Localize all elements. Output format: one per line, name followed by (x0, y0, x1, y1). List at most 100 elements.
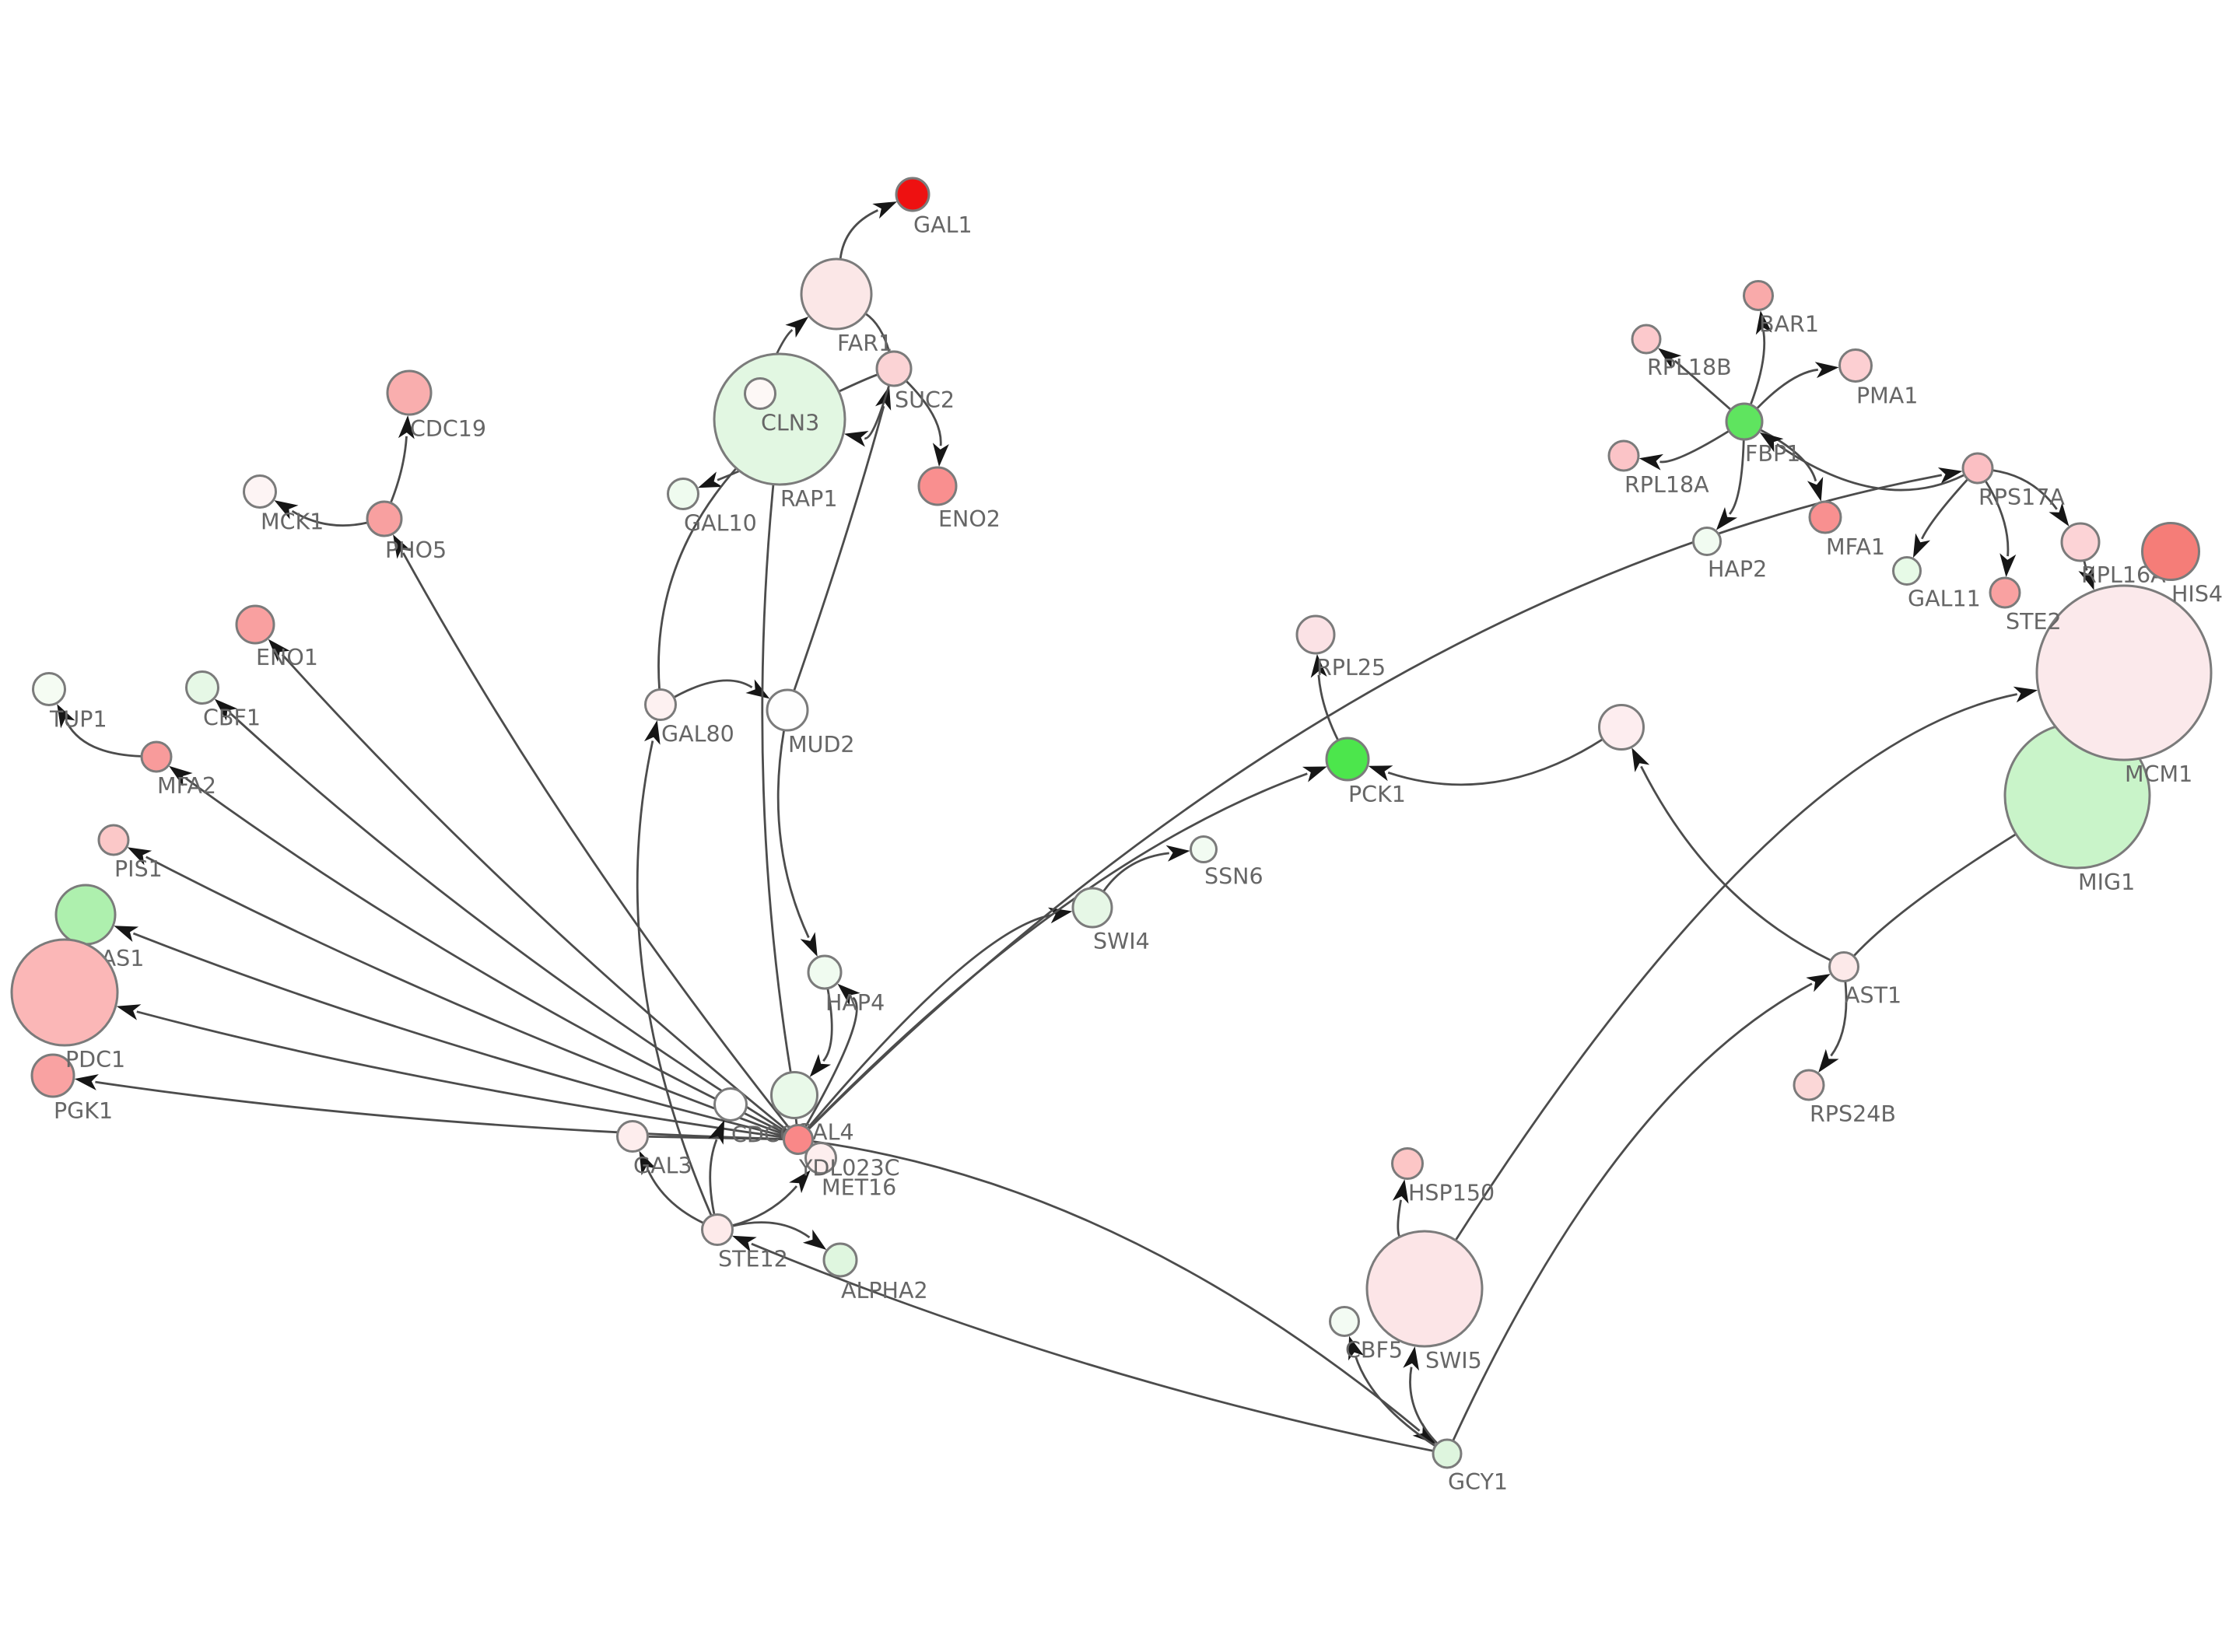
node-RPS24B[interactable] (1793, 1069, 1825, 1101)
node-GAL10[interactable] (667, 478, 699, 510)
node-MCM1[interactable] (2035, 584, 2213, 761)
edge-SIP4-PCK1[interactable] (1387, 738, 1603, 786)
edge-RPS17A-RPL16A[interactable] (1992, 469, 2058, 510)
edge-YDL023C-RAS1[interactable] (132, 932, 785, 1137)
node-CLN3[interactable] (744, 377, 776, 410)
edge-GAL80-MUD2[interactable] (673, 679, 753, 698)
edge-GAL80-RAP1[interactable] (657, 467, 738, 690)
edge-YDL023C-GCY1[interactable] (812, 1140, 1421, 1432)
node-PHO5[interactable] (366, 500, 403, 537)
node-MFA2[interactable] (140, 740, 173, 773)
node-MCK1[interactable] (243, 474, 277, 509)
edge-AST1-SIP4[interactable] (1640, 765, 1832, 962)
node-TUP1[interactable] (32, 672, 66, 706)
node-PIS1[interactable] (97, 824, 130, 856)
node-ALPHA2[interactable] (822, 1242, 858, 1278)
edge-SWI4-SSN6[interactable] (1102, 852, 1169, 893)
node-HAP4[interactable] (807, 954, 843, 990)
edge-YDL023C-PCK1[interactable] (807, 772, 1308, 1130)
node-RPS17A[interactable] (1961, 452, 1994, 485)
edge-FBP1-PMA1[interactable] (1755, 368, 1818, 410)
node-ENO2[interactable] (917, 466, 958, 506)
node-ENO1[interactable] (235, 604, 275, 645)
node-CBF1[interactable] (185, 670, 219, 705)
edge-YDL023C-SWI4[interactable] (806, 914, 1053, 1129)
edge-FBP1-RPL18B[interactable] (1674, 359, 1732, 411)
node-GAL80[interactable] (644, 688, 677, 721)
node-GAL3[interactable] (616, 1120, 649, 1153)
edge-HAP4-GAL4[interactable] (822, 988, 833, 1062)
edge-GCY1-SWI5[interactable] (1409, 1367, 1439, 1444)
node-BAR1[interactable] (1743, 280, 1774, 311)
edge-GCY1-AST1[interactable] (1452, 982, 1813, 1442)
edge-YDL023C-ENO1[interactable] (281, 653, 788, 1132)
edge-GCY1-STE12[interactable] (751, 1242, 1434, 1452)
edge-YDL023C-PIS1[interactable] (145, 856, 786, 1136)
edge-YDL023C-PDC1[interactable] (136, 1010, 784, 1139)
edge-MUD2-SUC2[interactable] (793, 405, 885, 691)
edge-MFA2-TUP1[interactable] (65, 722, 142, 758)
edge-YDL023C-PHO5[interactable] (401, 552, 790, 1129)
edge-SWI5-HSP150[interactable] (1397, 1199, 1402, 1237)
node-HSP150[interactable] (1391, 1147, 1424, 1180)
edge-PCK1-RPL25[interactable] (1317, 674, 1340, 741)
node-RPL18B[interactable] (1631, 324, 1662, 355)
node-RPL25[interactable] (1295, 614, 1336, 655)
node-SUC2[interactable] (875, 350, 913, 387)
edge-MIG1-AST1[interactable] (1852, 833, 2017, 957)
node-HAP2[interactable] (1692, 527, 1722, 556)
edge-YDL023C-HAP4[interactable] (804, 996, 858, 1128)
edge-RPS17A-FBP1[interactable] (1776, 443, 1965, 492)
node-RPL18A[interactable] (1607, 439, 1640, 472)
edge-PHO5-MCK1[interactable] (291, 509, 368, 527)
edge-SUC2-ENO2[interactable] (905, 380, 942, 446)
node-SSN6[interactable] (1190, 835, 1218, 863)
edge-YDL023C-MFA2[interactable] (185, 777, 786, 1135)
node-GAL11[interactable] (1892, 556, 1922, 586)
node-MET16[interactable] (804, 1142, 837, 1174)
edge-GAL4-RAP1[interactable] (761, 484, 792, 1073)
edge-YDL023C-GAL3[interactable] (647, 1136, 784, 1141)
edge-RPS17A-GAL11[interactable] (1921, 478, 1969, 540)
edge-STE12-GAL3[interactable] (647, 1169, 705, 1224)
edge-FBP1-RPL18A[interactable] (1659, 429, 1730, 464)
edge-PHO5-CDC19[interactable] (389, 436, 408, 504)
node-PCK1[interactable] (1325, 737, 1370, 782)
edge-STE12-MET16[interactable] (731, 1185, 798, 1227)
node-GAL1[interactable] (895, 177, 931, 212)
edge-MUD2-HAP4[interactable] (776, 730, 810, 939)
node-GCY1[interactable] (1432, 1438, 1463, 1469)
edge-FBP1-HAP2[interactable] (1728, 439, 1745, 515)
node-RPL16A[interactable] (2060, 522, 2101, 562)
node-RAS1[interactable] (54, 884, 117, 946)
node-HIS4[interactable] (2141, 522, 2200, 581)
node-GAL4[interactable] (770, 1071, 818, 1119)
node-YDL023C[interactable] (783, 1124, 814, 1155)
node-CDC6[interactable] (713, 1087, 748, 1122)
node-AST1[interactable] (1828, 951, 1859, 982)
edge-STE12-ALPHA2[interactable] (731, 1221, 811, 1239)
edge-FAR1-GAL1[interactable] (839, 209, 878, 260)
node-SWI4[interactable] (1071, 887, 1113, 929)
edge-SUC2-RAP1[interactable] (864, 384, 891, 439)
edge-YDL023C-PGK1[interactable] (95, 1080, 784, 1140)
node-PDC1[interactable] (10, 938, 119, 1047)
edge-STE12-CDC6[interactable] (709, 1139, 718, 1216)
edge-SWI5-MCM1[interactable] (1454, 693, 2017, 1241)
node-FAR1[interactable] (800, 257, 873, 331)
node-MFA1[interactable] (1808, 500, 1842, 534)
node-SIP4[interactable] (1598, 704, 1645, 751)
edge-AST1-RPS24B[interactable] (1830, 981, 1848, 1057)
edge-FAR1-SUC2[interactable] (864, 312, 891, 353)
edge-YDL023C-RPS17A[interactable] (808, 474, 1943, 1130)
edge-YDL023C-CBF1[interactable] (229, 712, 787, 1133)
node-FBP1[interactable] (1725, 402, 1764, 441)
node-STE2[interactable] (1989, 576, 2021, 609)
node-STE12[interactable] (701, 1213, 734, 1246)
edge-FBP1-BAR1[interactable] (1749, 331, 1766, 405)
edge-GCY1-CBF5[interactable] (1354, 1355, 1436, 1447)
edge-RPS17A-STE2[interactable] (1984, 480, 2010, 557)
node-PGK1[interactable] (30, 1053, 75, 1098)
